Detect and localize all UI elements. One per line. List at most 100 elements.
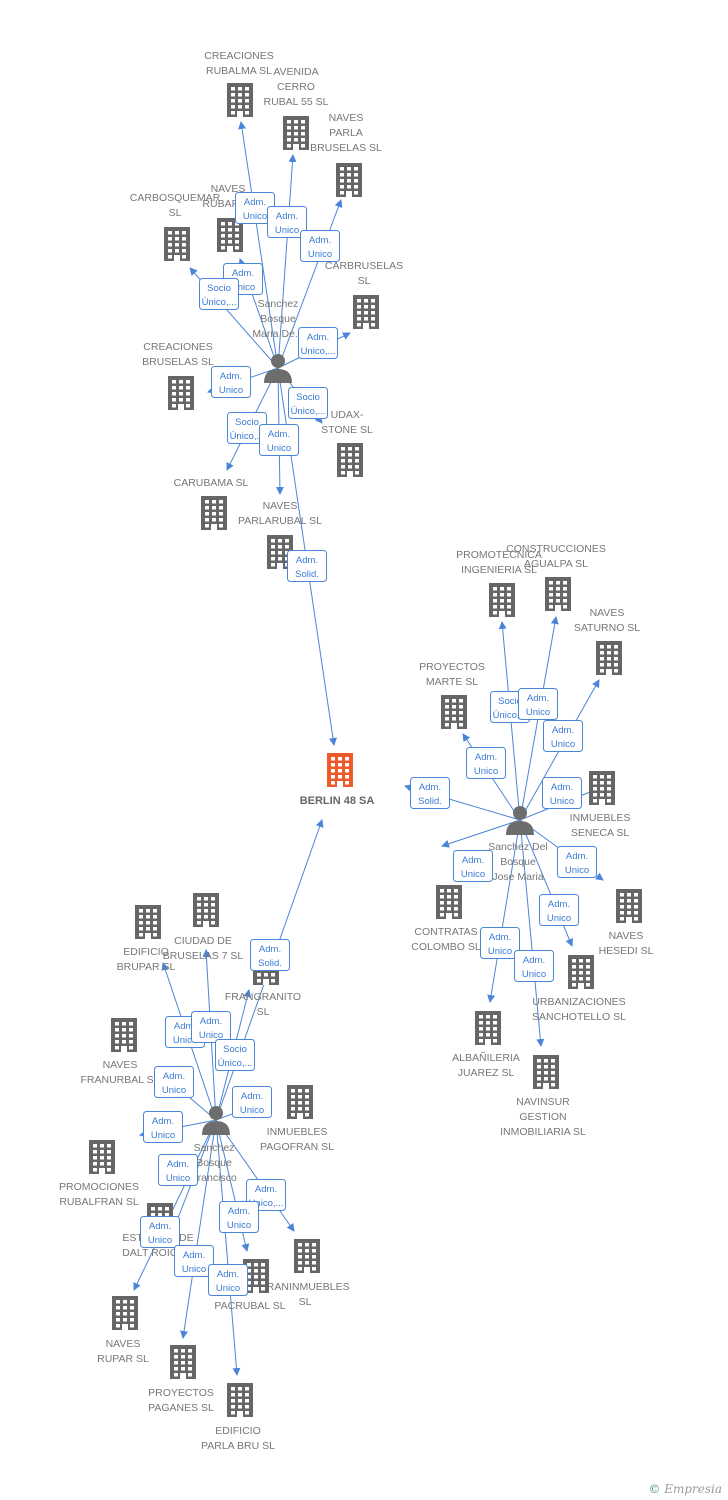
relation-badge[interactable]: Adm.Unico: [480, 927, 520, 959]
node-label: NAVES: [263, 500, 298, 512]
relation-badge-box: [514, 950, 554, 982]
relation-badge[interactable]: Adm.Unico: [191, 1011, 231, 1043]
relation-badge-text: Adm.: [167, 1159, 189, 1170]
relation-badge[interactable]: Adm.Unico: [232, 1086, 272, 1118]
node-label: PROYECTOS: [419, 661, 485, 673]
node-label: PARLA BRU SL: [201, 1440, 275, 1452]
relation-badge-text: Socio: [207, 283, 231, 294]
node-label: CARBOSQUEMAR: [130, 192, 221, 204]
company-node[interactable]: UDAX-STONE SL: [321, 409, 373, 477]
node-label: RUPAR SL: [97, 1353, 149, 1365]
relation-badge-text: Adm.: [552, 725, 574, 736]
relation-badge-box: [518, 688, 558, 720]
node-label: NAVES: [103, 1059, 138, 1071]
relation-badge[interactable]: SocioÚnico,...: [199, 278, 239, 310]
relation-badge[interactable]: SocioÚnico,...: [227, 412, 267, 444]
relation-badge[interactable]: Adm.Unico: [300, 230, 340, 262]
building-icon: [111, 1018, 137, 1052]
relation-badge[interactable]: Adm.Unico: [143, 1111, 183, 1143]
relation-badge-text: Unico: [461, 869, 485, 880]
relation-badge[interactable]: Adm.Unico,...: [298, 327, 338, 359]
relation-badge[interactable]: Adm.Unico: [453, 850, 493, 882]
node-label: INMUEBLES: [570, 812, 631, 824]
main-company-node[interactable]: BERLIN 48 SA: [300, 753, 375, 807]
relation-badge-box: [219, 1201, 259, 1233]
relation-badge[interactable]: Adm.Unico: [267, 206, 307, 238]
relation-badge[interactable]: SocioÚnico,...: [288, 387, 328, 419]
relation-badge[interactable]: Adm.Solid.: [250, 939, 290, 971]
relation-badge-text: Adm.: [163, 1071, 185, 1082]
relation-badge-text: Adm.: [523, 955, 545, 966]
relation-badge-box: [211, 366, 251, 398]
relation-badge[interactable]: Adm.Unico: [543, 720, 583, 752]
relation-badge[interactable]: Adm.Unico: [518, 688, 558, 720]
footer-brand[interactable]: © Empresia: [648, 1482, 722, 1496]
relation-badge[interactable]: Adm.Unico: [557, 846, 597, 878]
relation-badge[interactable]: Adm.Solid.: [287, 550, 327, 582]
relation-badge[interactable]: Adm.Unico: [154, 1066, 194, 1098]
relation-badge[interactable]: Adm.Unico: [174, 1245, 214, 1277]
relation-badge-text: Adm.: [232, 268, 254, 279]
relation-badge-box: [250, 939, 290, 971]
relation-badge[interactable]: Adm.Unico: [219, 1201, 259, 1233]
building-icon: [227, 83, 253, 117]
relation-badge-box: [543, 720, 583, 752]
edge-p1-c1: [238, 121, 279, 369]
relation-badge-text: Adm.: [566, 851, 588, 862]
edge-p3-c31: [180, 1119, 217, 1339]
relation-badge-text: Unico: [243, 211, 267, 222]
building-icon: [168, 376, 194, 410]
relation-badge[interactable]: Adm.Unico: [539, 894, 579, 926]
relation-badge[interactable]: Adm.Unico: [514, 950, 554, 982]
relation-badge[interactable]: Adm.Solid.: [410, 777, 450, 809]
relation-badge[interactable]: Adm.Unico: [208, 1264, 248, 1296]
relation-badge[interactable]: Adm.Unico: [158, 1154, 198, 1186]
building-icon: [596, 641, 622, 675]
company-node[interactable]: URBANIZACIONES SANCHOTELLO SL: [532, 955, 626, 1023]
relation-badge[interactable]: Adm.Unico: [235, 192, 275, 224]
relation-badge[interactable]: Adm.Unico: [140, 1216, 180, 1248]
relation-badge-text: Solid.: [295, 569, 319, 580]
relation-badge[interactable]: SocioÚnico,...: [215, 1039, 255, 1071]
relation-badge[interactable]: Adm.Unico: [259, 424, 299, 456]
company-node[interactable]: CARUBAMA SL: [174, 477, 249, 530]
relation-badge-text: Unico,...: [301, 346, 336, 357]
building-icon: [112, 1296, 138, 1330]
relation-badge-text: Unico: [148, 1235, 172, 1246]
relation-badge[interactable]: Adm.Unico: [211, 366, 251, 398]
relation-badge-text: Unico: [308, 249, 332, 260]
relation-badge[interactable]: Adm.Unico: [542, 777, 582, 809]
node-label: SANCHOTELLO SL: [532, 1011, 626, 1023]
node-label: URBANIZACIONES: [532, 996, 625, 1008]
node-label: CREACIONES: [143, 341, 212, 353]
brand-name: Empresia: [664, 1482, 722, 1496]
relation-badge[interactable]: Adm.Unico: [466, 747, 506, 779]
